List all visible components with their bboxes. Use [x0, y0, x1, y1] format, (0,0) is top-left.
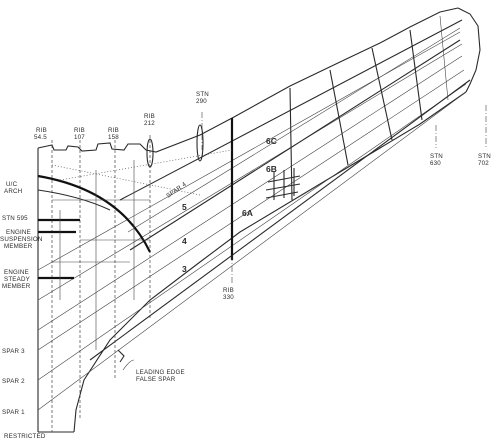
leading-edge-false-spar — [89, 79, 471, 361]
spar-4-label: SPAR 4 — [165, 181, 188, 200]
bay-label-5: 5 — [182, 202, 187, 212]
spar-3-line — [37, 69, 465, 351]
bay-label-6a: 6A — [242, 208, 253, 218]
bay-label-4: 4 — [182, 236, 187, 246]
bay-label-3: 3 — [182, 264, 187, 274]
stn-595-label: STN 595 — [2, 215, 28, 222]
root-structure — [37, 124, 233, 371]
rear-spar-line — [119, 19, 463, 201]
bay-label-6c: 6C — [266, 136, 277, 146]
spar-3b-line — [37, 55, 463, 331]
bay-label-6b: 6B — [266, 164, 277, 174]
spars — [37, 19, 471, 411]
spar-labels: SPAR 3 SPAR 2 SPAR 1 SPAR 4 LEADING EDGE… — [2, 181, 188, 416]
uc-arch-curve — [37, 174, 151, 253]
spar-3-label: SPAR 3 — [2, 348, 25, 355]
spar-2-line — [37, 83, 467, 381]
spar-4-line — [37, 43, 463, 301]
spar-2-label: SPAR 2 — [2, 378, 25, 385]
restricted-label: RESTRICTED — [4, 433, 46, 440]
ribs — [51, 15, 487, 432]
tank-numbers: 3 4 5 6A 6B 6C — [182, 136, 277, 274]
wing-outline — [37, 7, 481, 433]
spar-1-line — [37, 91, 467, 411]
spar-1-label: SPAR 1 — [2, 409, 25, 416]
bay-6b-grid — [265, 168, 301, 200]
spar-5-line — [37, 31, 461, 271]
